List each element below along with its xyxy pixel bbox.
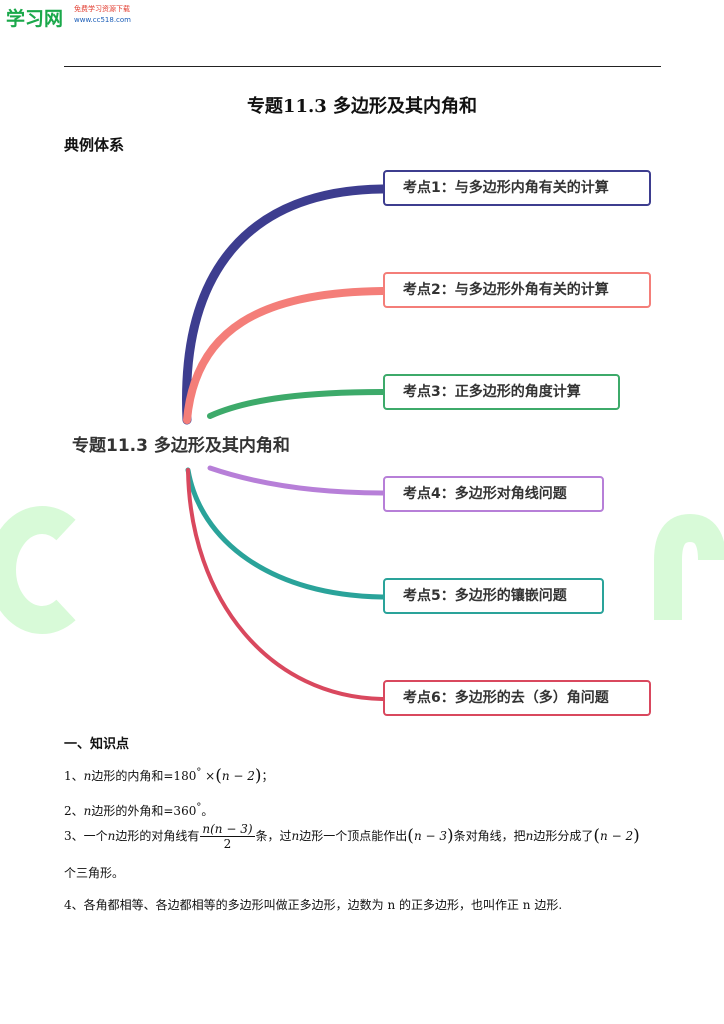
diagonal-fraction: n(n − 3)2 bbox=[200, 822, 255, 851]
var-n: n bbox=[83, 804, 92, 818]
item-1-text: 边形的内角和=180 bbox=[91, 769, 197, 783]
knowledge-item-1: 1、n边形的内角和=180° ×(n − 2)； bbox=[64, 766, 274, 786]
degree-symbol: ° bbox=[196, 802, 202, 813]
item-3-prefix: 3、一个 bbox=[64, 829, 108, 843]
branch-3 bbox=[207, 389, 387, 419]
var-n: n bbox=[83, 769, 92, 783]
var-n: n bbox=[525, 829, 534, 843]
var-n: n bbox=[107, 829, 116, 843]
item-1-end: ； bbox=[261, 769, 274, 783]
mindmap-node-5: 考点5：多边形的镶嵌问题 bbox=[383, 578, 604, 614]
item-2-end: 。 bbox=[201, 804, 214, 818]
watermark-c-shape bbox=[0, 506, 76, 634]
item-3-text-a: 边形的对角线有 bbox=[115, 829, 200, 843]
expr-n-minus-2: n − 2 bbox=[600, 829, 634, 843]
item-3-text-e: 边形分成了 bbox=[533, 829, 594, 843]
fraction-denominator: 2 bbox=[223, 837, 232, 851]
branch-6 bbox=[186, 468, 386, 701]
mindmap-node-2: 考点2：与多边形外角有关的计算 bbox=[383, 272, 651, 308]
var-n: n bbox=[291, 829, 300, 843]
watermark bbox=[0, 506, 724, 634]
mindmap-root: 专题11.3 多边形及其内角和 bbox=[72, 436, 290, 456]
watermark-n-shape bbox=[654, 513, 724, 620]
mindmap-node-6: 考点6：多边形的去（多）角问题 bbox=[383, 680, 651, 716]
times-symbol: × bbox=[201, 769, 216, 783]
item-1-prefix: 1、 bbox=[64, 769, 84, 783]
knowledge-item-3-line-2: 个三角形。 bbox=[64, 866, 125, 880]
item-3-text-c: 边形一个顶点能作出 bbox=[299, 829, 408, 843]
branch-4 bbox=[207, 465, 387, 496]
knowledge-heading: 一、知识点 bbox=[64, 737, 130, 752]
site-logo: 学习网 bbox=[6, 8, 64, 30]
fraction-numerator: n(n − 3) bbox=[200, 822, 255, 837]
branch-2 bbox=[183, 287, 388, 424]
item-3-text-b: 条，过 bbox=[255, 829, 292, 843]
mindmap-node-3: 考点3：正多边形的角度计算 bbox=[383, 374, 620, 410]
item-2-prefix: 2、 bbox=[64, 804, 84, 818]
branch-1 bbox=[182, 184, 389, 425]
branch-5 bbox=[185, 467, 387, 600]
item-2-text: 边形的外角和=360 bbox=[91, 804, 197, 818]
knowledge-item-4: 4、各角都相等、各边都相等的多边形叫做正多边形，边数为 n 的正多边形，也叫作正… bbox=[64, 898, 563, 912]
degree-symbol: ° bbox=[196, 767, 202, 778]
mindmap-node-4: 考点4：多边形对角线问题 bbox=[383, 476, 604, 512]
header-rule bbox=[64, 66, 661, 67]
page-title: 专题11.3 多边形及其内角和 bbox=[246, 96, 478, 117]
expr-n-minus-2: n − 2 bbox=[221, 769, 255, 783]
knowledge-item-2: 2、n边形的外角和=360°。 bbox=[64, 799, 213, 820]
mindmap-node-1: 考点1：与多边形内角有关的计算 bbox=[383, 170, 651, 206]
section-heading: 典例体系 bbox=[64, 136, 125, 154]
logo-tagline: 免费学习资源下载 bbox=[74, 5, 130, 13]
item-3-text-d: 条对角线，把 bbox=[453, 829, 526, 843]
expr-n-minus-3: n − 3 bbox=[413, 829, 447, 843]
logo-url: www.cc518.com bbox=[74, 16, 131, 24]
